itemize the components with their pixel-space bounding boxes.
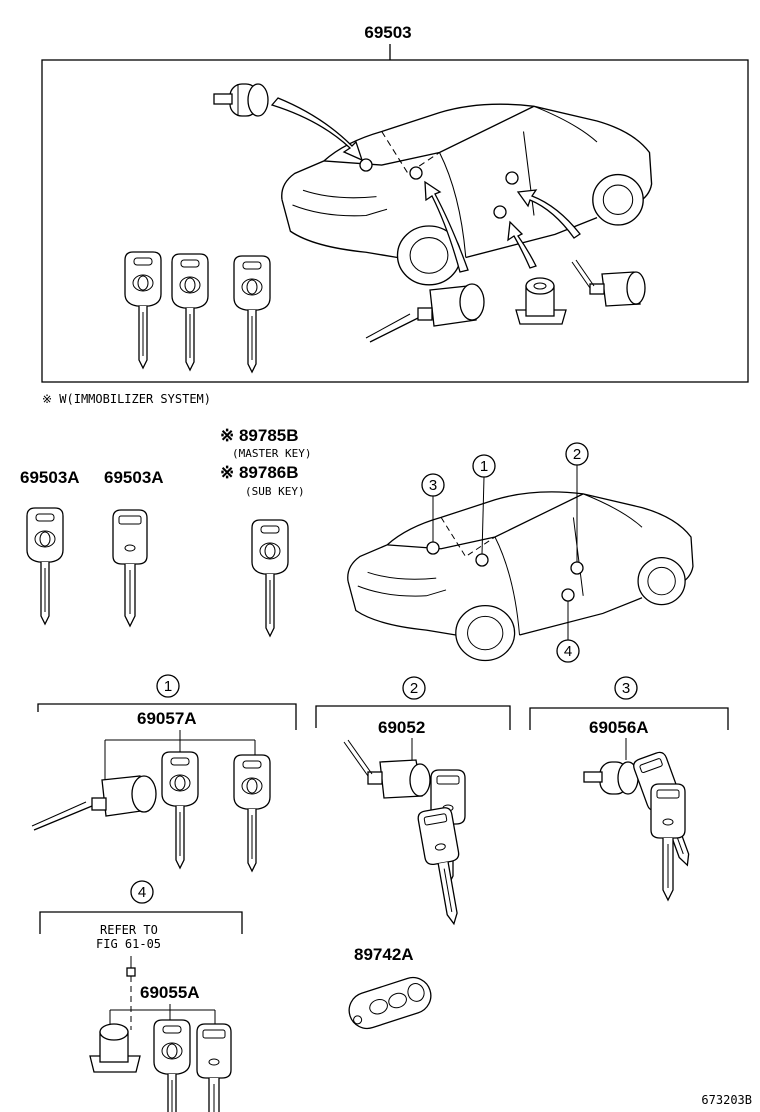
callout-4: 4 xyxy=(556,639,580,663)
master-key-label: (MASTER KEY) xyxy=(232,447,311,460)
key-icon xyxy=(233,255,271,373)
callout-1: 1 xyxy=(472,454,496,478)
key-icon xyxy=(196,1023,232,1112)
glovebox-lock-cylinder xyxy=(583,761,639,795)
key-icon xyxy=(153,1019,191,1112)
key-icon xyxy=(161,751,199,869)
trunk-lock-cylinder xyxy=(515,277,567,325)
group-4-header: 4 xyxy=(39,880,243,934)
refer-to-line2: FIG 61-05 xyxy=(96,937,161,951)
key-icon xyxy=(112,509,148,627)
figure-id: 673203B xyxy=(701,1093,752,1107)
ignition-lock-assembly xyxy=(31,775,157,831)
glovebox-lock-cylinder xyxy=(213,83,269,117)
immobilizer-note: ※ W(IMMOBILIZER SYSTEM) xyxy=(42,392,211,406)
door-lock-cylinder xyxy=(343,739,431,799)
key-icon xyxy=(26,507,64,625)
key-icon xyxy=(124,251,162,369)
key-icon xyxy=(171,253,209,371)
location-dot xyxy=(493,205,507,219)
callout-3: 3 xyxy=(421,473,445,497)
key-part-right: 69503A xyxy=(104,468,164,487)
location-dot xyxy=(570,561,584,575)
remote-part: 89742A xyxy=(354,945,414,964)
sub-key-part: ※ 89786B xyxy=(220,463,299,482)
remote-fob-icon xyxy=(348,976,432,1030)
location-dot xyxy=(475,553,489,567)
svg-text:1: 1 xyxy=(480,458,488,475)
group-2-header: 2 xyxy=(315,676,511,730)
car-illustration-top xyxy=(281,103,653,286)
group-2-part: 69052 xyxy=(378,718,425,737)
refer-to-line1: REFER TO xyxy=(100,923,158,937)
bolt-icon xyxy=(126,956,136,977)
part-main-label: 69503 xyxy=(364,23,411,42)
bracket-lines xyxy=(104,730,256,790)
key-icon xyxy=(416,805,472,928)
car-illustration-callouts xyxy=(347,491,694,662)
svg-text:4: 4 xyxy=(138,884,146,901)
arrows xyxy=(270,97,581,273)
door-lock-cylinder xyxy=(571,259,646,307)
location-dot xyxy=(561,588,575,602)
svg-text:3: 3 xyxy=(429,477,437,494)
main-assembly-frame xyxy=(41,59,749,383)
group-1-part: 69057A xyxy=(137,709,197,728)
svg-text:3: 3 xyxy=(622,680,630,697)
bracket-lines xyxy=(109,1004,216,1028)
svg-text:2: 2 xyxy=(410,680,418,697)
location-dot xyxy=(409,166,423,180)
svg-text:2: 2 xyxy=(573,446,581,463)
group-4-part: 69055A xyxy=(140,983,200,1002)
svg-text:1: 1 xyxy=(164,678,172,695)
trunk-lock-cylinder xyxy=(89,1023,141,1073)
callout-2: 2 xyxy=(565,442,589,466)
sub-key-label: (SUB KEY) xyxy=(245,485,305,498)
master-key-part: ※ 89785B xyxy=(220,426,299,445)
group-3-part: 69056A xyxy=(589,718,649,737)
leader-line xyxy=(481,476,485,555)
key-icon xyxy=(233,754,271,872)
location-dot xyxy=(359,158,373,172)
location-dot xyxy=(505,171,519,185)
svg-text:4: 4 xyxy=(564,643,572,660)
group-1-header: 1 xyxy=(37,674,297,730)
key-icon xyxy=(251,519,289,637)
location-dot xyxy=(426,541,440,555)
group-3-header: 3 xyxy=(529,676,729,730)
key-part-left: 69503A xyxy=(20,468,80,487)
ignition-lock-assembly xyxy=(365,283,485,343)
